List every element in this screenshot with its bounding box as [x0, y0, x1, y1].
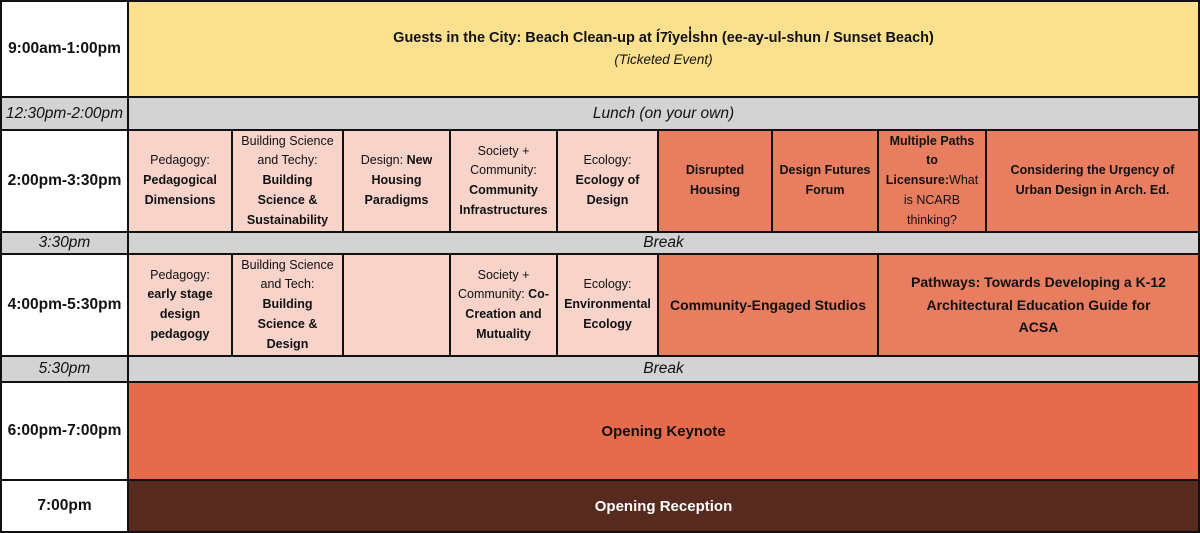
session-title: Environmental Ecology — [564, 297, 651, 331]
time-slot-7pm: 7:00pm — [2, 481, 127, 531]
event-break-1: Break — [129, 233, 1198, 253]
session-track-label: Building Science and Techy: — [241, 133, 334, 168]
event-break-2: Break — [129, 357, 1198, 381]
event-beach-cleanup: Guests in the City: Beach Clean-up at Í7… — [129, 2, 1198, 96]
time-slot-lunch: 12:30pm-2:00pm — [2, 98, 127, 129]
event-environmental-ecology: Ecology: Environmental Ecology — [558, 255, 657, 355]
time-slot-2pm-330pm: 2:00pm-3:30pm — [2, 131, 127, 231]
time-slot-4pm-530pm: 4:00pm-5:30pm — [2, 255, 127, 355]
session-title: Building Science & Design — [257, 297, 318, 351]
event-multiple-paths-licensure: Multiple Paths to Licensure:What is NCAR… — [879, 131, 985, 231]
session-track-label: Society + Community: — [470, 143, 537, 178]
event-early-stage-design-pedagogy: Pedagogy: early stage design pedagogy — [129, 255, 231, 355]
event-opening-reception: Opening Reception — [129, 481, 1198, 531]
session-title: Disrupted Housing — [685, 163, 745, 197]
session-subtitle: What is NCARB thinking? — [903, 173, 979, 227]
event-pathways-k12-guide: Pathways: Towards Developing a K-12 Arch… — [879, 255, 1198, 355]
session-track-label: Building Science and Tech: — [241, 257, 334, 292]
event-co-creation-mutuality: Society + Community: Co-Creation and Mut… — [451, 255, 556, 355]
event-beach-cleanup-title: Guests in the City: Beach Clean-up at Í7… — [393, 30, 934, 46]
session-title: early stage design pedagogy — [147, 287, 213, 341]
event-disrupted-housing: Disrupted Housing — [659, 131, 771, 231]
session-title: Design Futures Forum — [779, 163, 871, 197]
session-title: Co-Creation and Mutuality — [465, 287, 549, 341]
session-track-label: Pedagogy: — [150, 267, 210, 282]
event-beach-cleanup-note: (Ticketed Event) — [614, 51, 713, 67]
session-title: Multiple Paths to Licensure: — [885, 133, 975, 188]
session-track-label: Design: — [360, 153, 407, 168]
event-community-infrastructures: Society + Community: Community Infrastru… — [451, 131, 556, 231]
event-design-futures-forum: Design Futures Forum — [773, 131, 877, 231]
time-slot-break-530: 5:30pm — [2, 357, 127, 381]
session-title: Pathways: Towards Developing a K-12 Arch… — [911, 273, 1166, 336]
session-track-label: Society + Community: — [458, 267, 530, 302]
event-building-science-design: Building Science and Tech: Building Scie… — [233, 255, 342, 355]
session-track-label: Ecology: — [583, 277, 632, 292]
event-pedagogical-dimensions: Pedagogy: Pedagogical Dimensions — [129, 131, 231, 231]
session-title: New Housing Paradigms — [364, 153, 433, 207]
session-title: Community Infrastructures — [459, 183, 548, 217]
event-community-engaged-studios: Community-Engaged Studios — [659, 255, 877, 355]
event-urgency-urban-design: Considering the Urgency of Urban Design … — [987, 131, 1198, 231]
session-track-label: Ecology: — [583, 153, 632, 168]
time-slot-6pm-7pm: 6:00pm-7:00pm — [2, 383, 127, 479]
event-opening-keynote: Opening Keynote — [129, 383, 1198, 479]
session-title: Ecology of Design — [575, 173, 640, 207]
session-title: Pedagogical Dimensions — [143, 173, 217, 207]
session-title: Community-Engaged Studios — [670, 296, 866, 313]
time-slot-9am-1pm: 9:00am-1:00pm — [2, 2, 127, 96]
time-slot-break-330: 3:30pm — [2, 233, 127, 253]
event-new-housing-paradigms: Design: New Housing Paradigms — [344, 131, 449, 231]
session-title: Considering the Urgency of Urban Design … — [1010, 163, 1175, 197]
event-ecology-of-design: Ecology: Ecology of Design — [558, 131, 657, 231]
event-lunch: Lunch (on your own) — [129, 98, 1198, 129]
session-track-label: Pedagogy: — [150, 153, 210, 168]
event-cell-empty — [344, 255, 449, 355]
event-building-science-sustainability: Building Science and Techy: Building Sci… — [233, 131, 342, 231]
session-title: Building Science & Sustainability — [246, 173, 329, 227]
